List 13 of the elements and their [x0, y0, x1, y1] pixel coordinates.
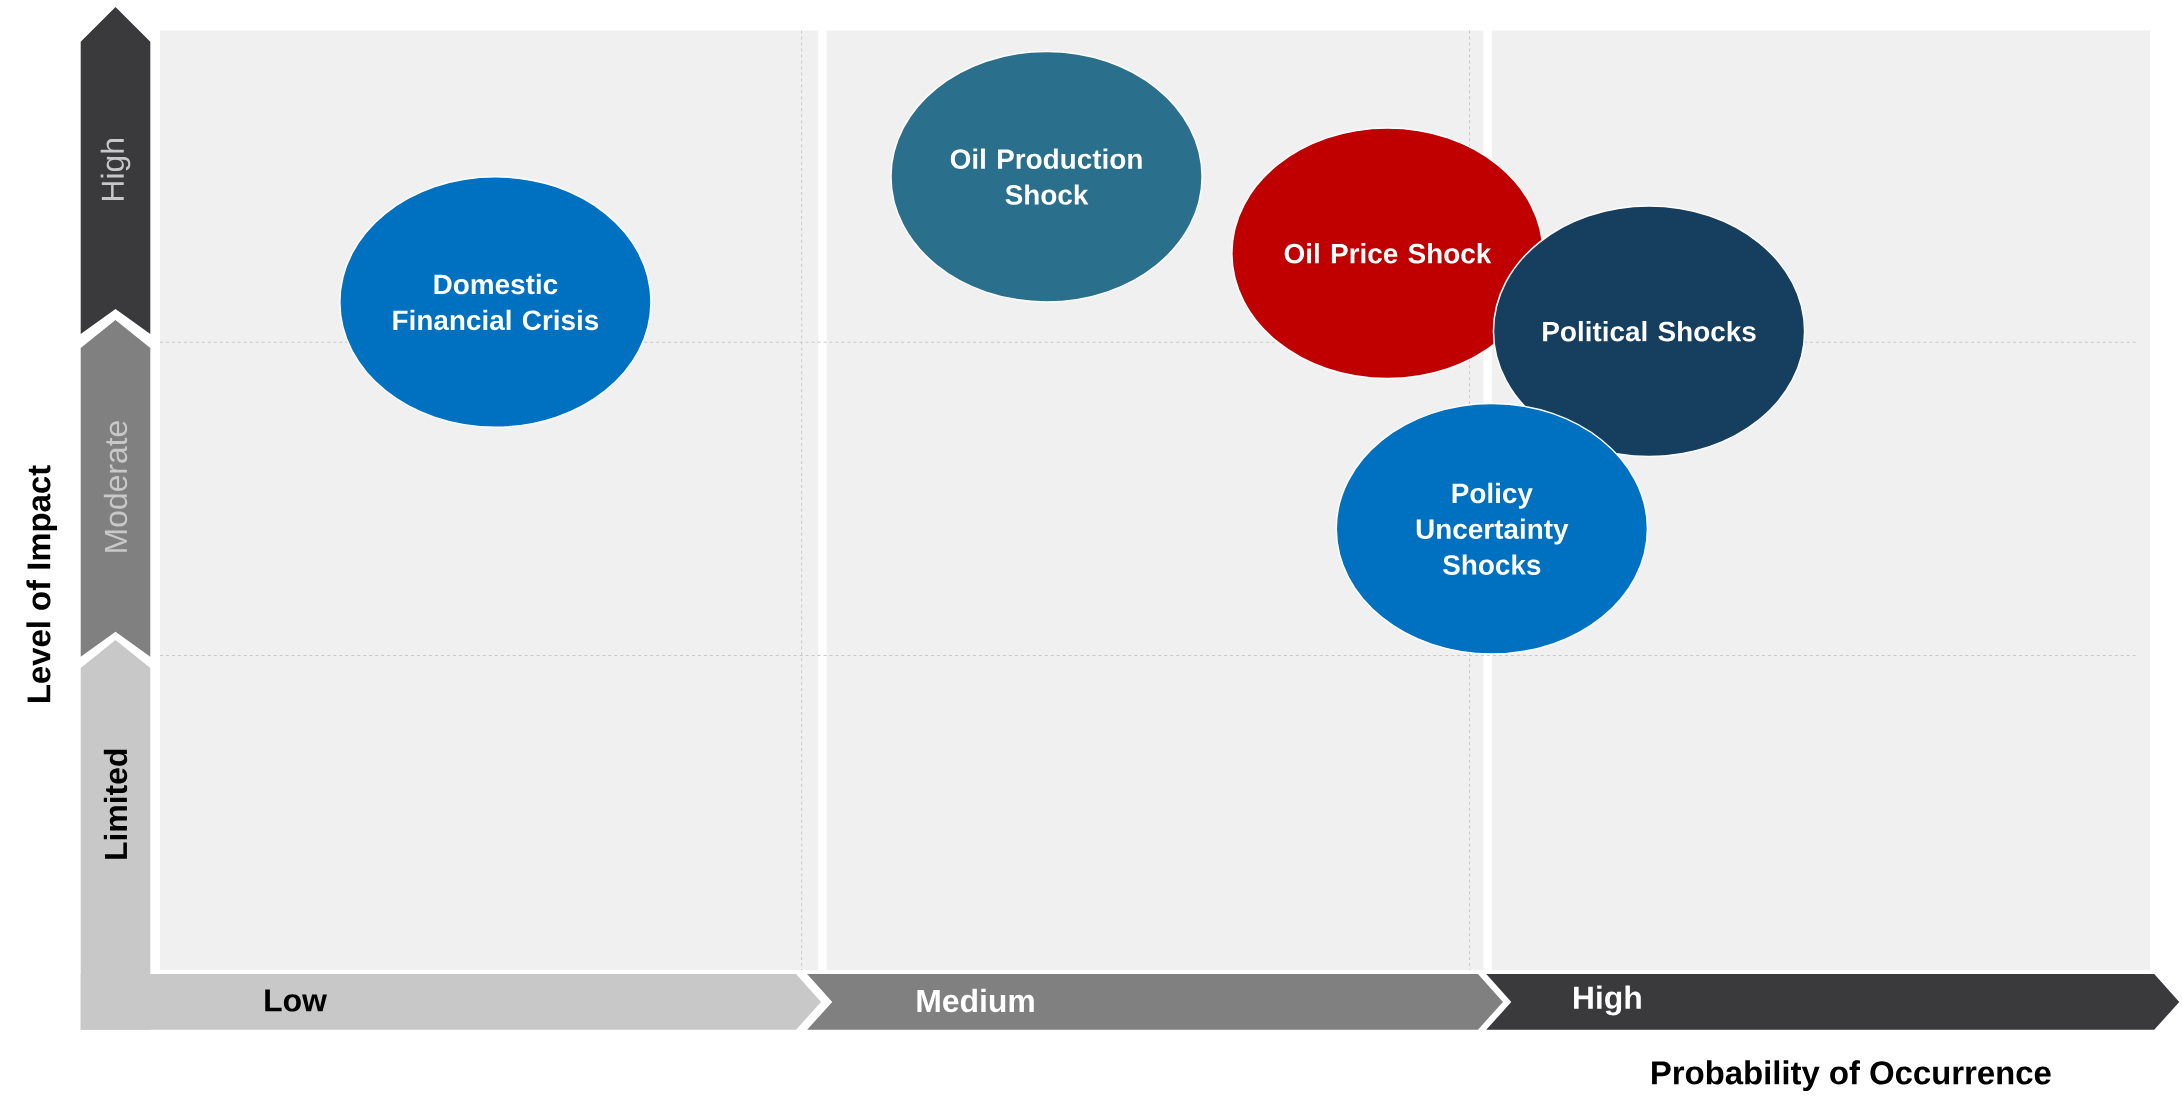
- axis-level-label: High: [100, 139, 131, 200]
- axis-level-label: Limited: [103, 749, 128, 859]
- risk-bubble: Domestic Financial Crisis: [339, 176, 652, 428]
- axis-level-label: Medium: [917, 988, 1034, 1013]
- axis-title: Probability of Occurrence: [1652, 1060, 2051, 1092]
- risk-bubble: Political Shocks: [1492, 205, 1806, 458]
- risk-bubble: Oil Production Shock: [890, 50, 1203, 303]
- risk-bubble: Policy Uncertainty Shocks: [1335, 402, 1649, 655]
- axis-level-label: Low: [265, 989, 327, 1012]
- axis-level-label: Moderate: [103, 421, 128, 552]
- axis-level-label: High: [1574, 985, 1641, 1016]
- axis-title: Level of Impact: [26, 465, 58, 702]
- risk-bubble: Oil Price Shock: [1231, 127, 1544, 380]
